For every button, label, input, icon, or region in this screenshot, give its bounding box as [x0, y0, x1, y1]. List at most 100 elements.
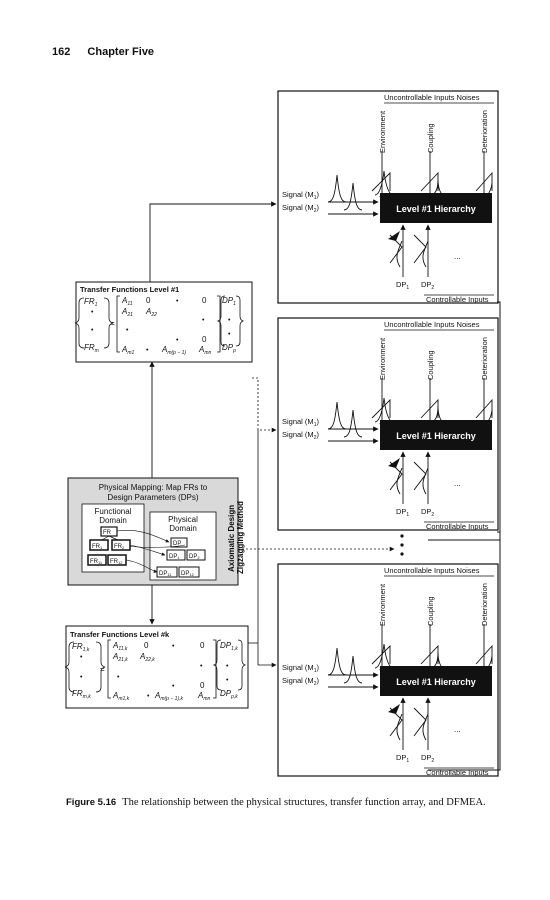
signal-m2: Signal (M2) — [282, 676, 319, 687]
noise-coupling: Coupling — [426, 123, 435, 153]
svg-text:•: • — [200, 663, 203, 670]
dp1-label: DP1 — [396, 507, 409, 518]
figure-caption: Figure 5.16 The relationship between the … — [66, 796, 506, 809]
dfmea-panel-3: Uncontrollable Inputs Noises Environment… — [278, 564, 498, 777]
svg-text:•: • — [202, 317, 205, 324]
noise-environment: Environment — [378, 110, 387, 153]
dp2-label: DP2 — [421, 507, 434, 518]
signal-m2: Signal (M2) — [282, 430, 319, 441]
svg-text:DP1: DP1 — [169, 554, 180, 560]
svg-text:•: • — [226, 663, 229, 670]
noise-deterioration: Deterioration — [480, 110, 489, 153]
dp1-label: DP1 — [396, 280, 409, 291]
svg-text:•: • — [80, 674, 83, 681]
axiomatic-design-label: Axiomatic Design — [227, 505, 236, 572]
signal-m1: Signal (M1) — [282, 190, 319, 201]
functional-domain-2: Domain — [99, 516, 127, 525]
tf1-dp-bot: DPp — [222, 343, 236, 354]
svg-text:•: • — [172, 643, 175, 650]
svg-text:0: 0 — [200, 681, 205, 690]
hierarchy-label: Level #1 Hierarchy — [396, 204, 476, 214]
zigzagging-method-label: Zigzagging Method — [236, 501, 245, 574]
physical-domain-2: Domain — [169, 524, 197, 533]
svg-text:•: • — [91, 327, 94, 334]
svg-text:A22,k: A22,k — [139, 652, 155, 663]
svg-text:0: 0 — [202, 335, 207, 344]
noise-coupling: Coupling — [426, 350, 435, 380]
svg-text:0: 0 — [200, 641, 205, 650]
tfk-equals: = — [100, 665, 105, 674]
svg-text:A11,k: A11,k — [112, 641, 128, 652]
tf1-dp-top: DP1 — [222, 296, 236, 307]
svg-text:•: • — [126, 327, 129, 334]
mapping-title-2: Design Parameters (DPs) — [107, 493, 198, 502]
svg-text:DP12: DP12 — [181, 571, 195, 577]
dp2-label: DP2 — [421, 280, 434, 291]
hierarchy-label: Level #1 Hierarchy — [396, 677, 476, 687]
svg-text:•: • — [176, 298, 179, 305]
svg-text:Am1: Am1 — [121, 345, 135, 356]
dfmea-panel-1: Uncontrollable Inputs Noises Environment… — [278, 91, 498, 304]
svg-text:•: • — [172, 683, 175, 690]
svg-text:Am1,k: Am1,k — [112, 691, 130, 702]
noise-environment: Environment — [378, 337, 387, 380]
tf1-fr-bot: FRm — [84, 343, 99, 354]
noise-deterioration: Deterioration — [480, 337, 489, 380]
caption-text: The relationship between the physical st… — [122, 797, 486, 808]
svg-text:A11: A11 — [121, 296, 133, 307]
svg-text:A21,k: A21,k — [112, 652, 128, 663]
svg-text:0: 0 — [146, 296, 151, 305]
figure-label: Figure 5.16 — [66, 797, 117, 808]
transfer-functions-level-1: Transfer Functions Level #1 FR1 • • FRm … — [74, 281, 253, 363]
controllable-label: Controllable Inputs — [426, 522, 489, 531]
running-header: 162 Chapter Five — [52, 46, 154, 58]
svg-text:•: • — [147, 693, 150, 700]
tf1-fr-top: FR1 — [84, 297, 98, 308]
svg-text:Amn: Amn — [197, 691, 211, 702]
svg-text:0: 0 — [202, 296, 207, 305]
mapping-title-1: Physical Mapping: Map FRs to — [99, 483, 208, 492]
ellipsis: ... — [454, 725, 461, 734]
svg-text:FR1: FR1 — [92, 544, 103, 550]
noise-deterioration: Deterioration — [480, 583, 489, 626]
noise-environment: Environment — [378, 583, 387, 626]
noise-title: Uncontrollable Inputs Noises — [384, 93, 480, 102]
svg-text:Am(p − 1): Am(p − 1) — [161, 345, 186, 356]
svg-text:FR12: FR12 — [110, 559, 123, 565]
svg-text:•: • — [176, 337, 179, 344]
svg-text:•: • — [117, 674, 120, 681]
svg-text:FR: FR — [103, 530, 112, 536]
controllable-label: Controllable Inputs — [426, 295, 489, 304]
tfk-fr-bot: FRm,k — [72, 689, 91, 700]
signal-m1: Signal (M1) — [282, 663, 319, 674]
svg-text:•: • — [91, 309, 94, 316]
functional-domain-1: Functional — [95, 507, 132, 516]
page-number: 162 — [52, 46, 71, 58]
physical-domain-1: Physical — [168, 515, 198, 524]
hierarchy-label: Level #1 Hierarchy — [396, 431, 476, 441]
dp1-label: DP1 — [396, 753, 409, 764]
svg-text:FR2: FR2 — [114, 544, 125, 550]
svg-text:0: 0 — [144, 641, 149, 650]
tfk-dp-bot: DPp,k — [220, 689, 238, 700]
svg-text:DP: DP — [173, 541, 181, 547]
svg-text:Am(p − 1),k: Am(p − 1),k — [154, 691, 183, 702]
tf1-title: Transfer Functions Level #1 — [80, 285, 179, 294]
dp2-label: DP2 — [421, 753, 434, 764]
svg-text:FR11: FR11 — [90, 559, 103, 565]
dfmea-panel-2: Uncontrollable Inputs Noises Environment… — [278, 318, 498, 531]
dp-hierarchy: DP DP1 DP2 DP11 DP12 — [156, 537, 206, 578]
svg-text:Amn: Amn — [198, 345, 212, 356]
chapter-title: Chapter Five — [87, 46, 155, 58]
svg-text:•: • — [226, 677, 229, 684]
svg-text:•: • — [228, 317, 231, 324]
svg-text:•: • — [80, 654, 83, 661]
tf1-equals: = — [110, 319, 115, 328]
svg-text:A22: A22 — [145, 307, 157, 318]
noise-title: Uncontrollable Inputs Noises — [384, 566, 480, 575]
signal-m2: Signal (M2) — [282, 203, 319, 214]
svg-text:•: • — [146, 347, 149, 354]
noise-coupling: Coupling — [426, 596, 435, 626]
ellipsis: ... — [454, 479, 461, 488]
